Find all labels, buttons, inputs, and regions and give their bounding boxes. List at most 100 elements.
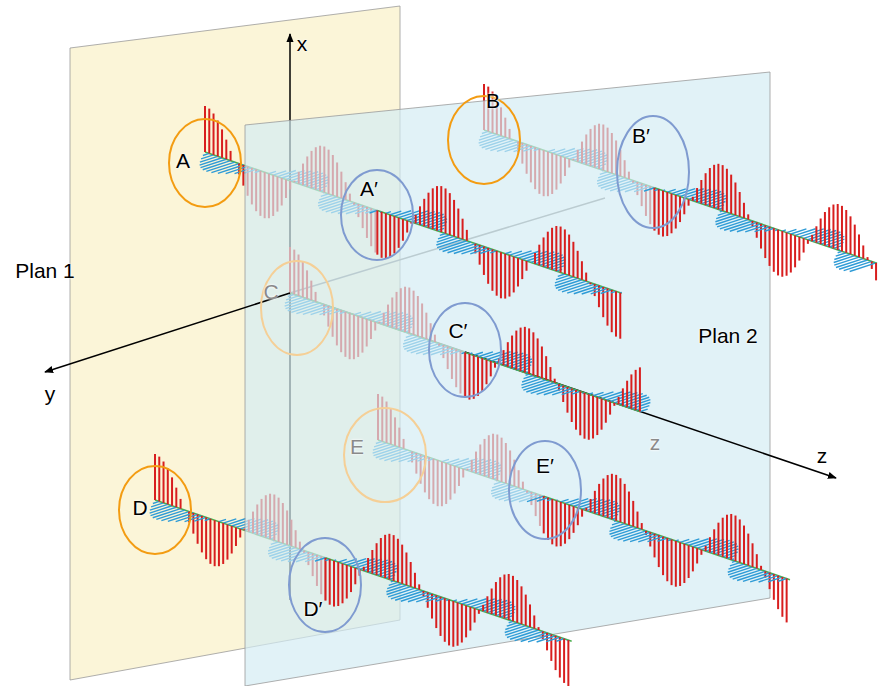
field-line — [561, 499, 569, 502]
field-line — [556, 639, 564, 642]
field-line — [705, 173, 707, 205]
field-line — [167, 469, 169, 505]
field-line — [554, 379, 556, 383]
field-line — [732, 561, 736, 562]
field-line — [376, 210, 378, 254]
field-line — [452, 601, 454, 647]
field-line — [201, 516, 203, 553]
field-line — [575, 390, 577, 430]
circle-outline — [169, 119, 241, 207]
field-line — [440, 234, 446, 236]
propagation-line — [377, 210, 621, 293]
field-line — [696, 548, 698, 563]
field-line — [464, 352, 466, 398]
wave — [370, 186, 622, 339]
field-line — [765, 228, 774, 231]
field-line — [537, 498, 548, 502]
field-line — [520, 586, 522, 624]
field-line — [534, 253, 536, 264]
field-line — [432, 188, 434, 229]
field-line — [398, 218, 400, 248]
field-line — [324, 558, 326, 601]
field-line — [494, 362, 496, 367]
field-line — [481, 358, 483, 391]
field-line — [397, 539, 399, 583]
field-line — [790, 234, 792, 273]
field-line — [782, 230, 786, 231]
field-line — [388, 534, 390, 580]
field-line — [679, 542, 681, 586]
field-line — [602, 479, 604, 517]
field-line — [437, 236, 454, 242]
field-line — [747, 534, 749, 566]
field-line — [436, 186, 438, 231]
field-line — [461, 604, 463, 643]
field-line — [683, 544, 685, 583]
field-line — [524, 327, 526, 373]
field-line — [566, 387, 568, 413]
field-line — [798, 237, 800, 261]
field-line — [505, 624, 521, 629]
field-line — [389, 582, 398, 585]
field-line — [653, 188, 655, 231]
field-line — [730, 514, 732, 560]
field-line — [560, 227, 562, 273]
field-line — [436, 598, 445, 601]
field-line — [680, 539, 689, 542]
point-circle: D — [118, 465, 192, 555]
field-line — [568, 505, 570, 539]
field-line — [538, 245, 540, 266]
field-line — [773, 228, 775, 272]
field-line — [333, 561, 335, 607]
point-circle: E — [343, 407, 427, 503]
field-line — [824, 212, 826, 246]
field-line — [209, 519, 211, 564]
field-line — [194, 517, 206, 521]
field-line — [850, 263, 876, 272]
field-line — [367, 558, 369, 572]
field-line — [786, 579, 788, 623]
field-line — [666, 192, 668, 236]
field-line — [505, 252, 511, 254]
field-line — [803, 238, 805, 252]
field-line — [606, 288, 608, 325]
field-line — [389, 215, 391, 257]
field-line — [239, 529, 241, 538]
field-line — [601, 290, 612, 294]
field-line — [632, 501, 634, 527]
field-line — [545, 356, 547, 380]
field-line — [414, 573, 416, 588]
field-line — [468, 354, 470, 400]
field-line — [730, 175, 732, 214]
field-line — [581, 261, 583, 280]
field-line — [639, 367, 641, 411]
field-line — [197, 514, 199, 543]
field-line — [838, 251, 842, 252]
field-line — [713, 529, 715, 554]
field-line — [521, 260, 523, 280]
point-label: A — [176, 150, 190, 171]
field-line — [653, 188, 655, 231]
point-label: B — [486, 90, 500, 111]
field-line — [559, 637, 561, 677]
field-line — [231, 526, 233, 554]
field-line — [671, 194, 673, 234]
point-label: C — [263, 281, 278, 302]
field-line — [350, 566, 352, 592]
field-line — [158, 457, 160, 502]
field-line — [552, 266, 564, 270]
field-line — [527, 496, 544, 501]
field-line — [529, 604, 531, 627]
field-line — [402, 219, 404, 241]
field-line — [636, 512, 638, 528]
field-line — [611, 290, 613, 332]
field-line — [579, 391, 581, 435]
field-line — [667, 189, 675, 192]
field-line — [444, 598, 446, 642]
field-line — [478, 610, 480, 614]
field-line — [807, 240, 809, 244]
field-line — [226, 525, 228, 560]
field-line — [354, 568, 356, 584]
field-line — [499, 577, 501, 617]
